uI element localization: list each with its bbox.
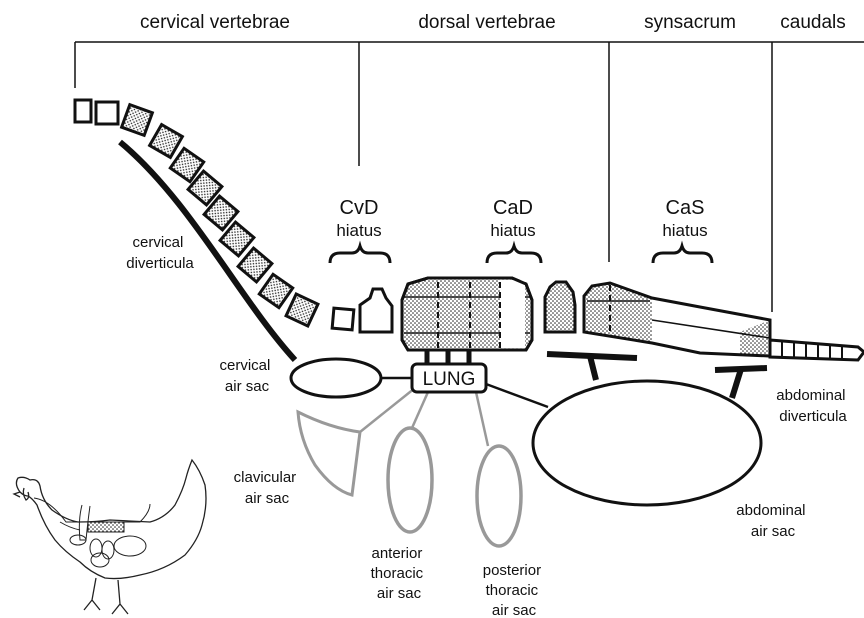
cervical-air-sac xyxy=(291,359,381,397)
region-caudals: caudals xyxy=(780,12,846,33)
dorsal-vertebra-pneumatized xyxy=(545,282,575,332)
notarium-block xyxy=(402,278,532,350)
chicken-outline-icon xyxy=(14,460,206,614)
lung-label: LUNG xyxy=(423,369,476,390)
clavicular-air-sac xyxy=(298,412,360,495)
caudal-vertebrae xyxy=(770,340,864,360)
label-abdominal-air-sac: abdominal air sac xyxy=(736,502,809,540)
cervical-vertebrae-column xyxy=(75,100,354,330)
abdominal-air-sac xyxy=(533,381,761,505)
region-dorsal-vertebrae: dorsal vertebrae xyxy=(418,12,555,33)
hiatus-cad-word: hiatus xyxy=(490,221,535,240)
hiatus-braces xyxy=(330,246,712,263)
hiatus-cvd-word: hiatus xyxy=(336,221,381,240)
lung-to-abdominal-sac xyxy=(486,384,548,407)
dorsal-vertebra-unpneumatized xyxy=(360,289,392,332)
hiatus-cas-word: hiatus xyxy=(662,221,707,240)
region-cervical-vertebrae: cervical vertebrae xyxy=(140,12,290,33)
anterior-thoracic-air-sac xyxy=(388,428,432,532)
hiatus-cad-code: CaD xyxy=(493,197,533,219)
hiatus-cvd-code: CvD xyxy=(340,197,379,219)
posterior-thoracic-air-sac xyxy=(477,446,521,546)
label-clavicular-air-sac: clavicular air sac xyxy=(234,469,301,507)
label-cervical-air-sac: cervical air sac xyxy=(219,357,274,395)
label-anterior-thoracic-air-sac: anterior thoracic air sac xyxy=(371,545,428,602)
label-cervical-diverticula: cervical diverticula xyxy=(126,234,194,272)
synsacrum-block xyxy=(584,283,770,356)
hiatus-cas-code: CaS xyxy=(666,197,705,219)
label-abdominal-diverticula: abdominal diverticula xyxy=(776,387,849,425)
label-posterior-thoracic-air-sac: posterior thoracic air sac xyxy=(483,562,546,618)
region-synsacrum: synsacrum xyxy=(644,12,736,33)
